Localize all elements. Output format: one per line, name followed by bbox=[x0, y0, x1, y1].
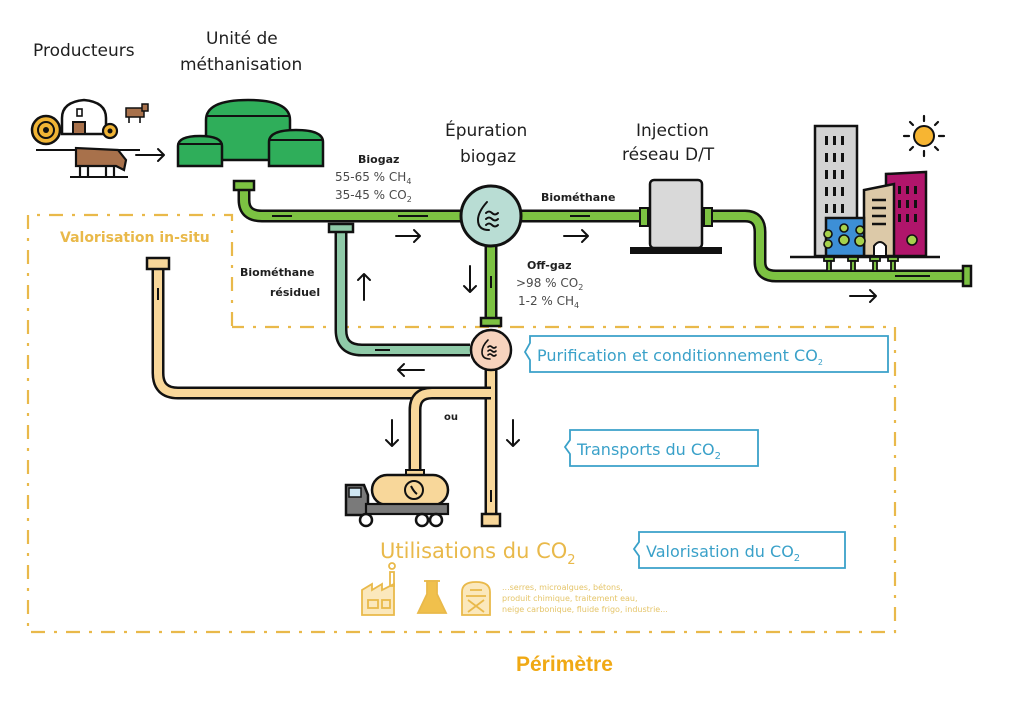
factory-icon bbox=[361, 562, 396, 616]
transport-callout-text: Transports du CO2 bbox=[576, 440, 721, 462]
injection-label-line1: Injection bbox=[636, 121, 709, 141]
offgaz-ch4-composition: 1-2 % CH4 bbox=[518, 294, 579, 310]
co2-uses-title: Utilisations du CO2 bbox=[380, 539, 576, 568]
co2-tanker-truck-icon bbox=[344, 469, 450, 528]
usage-icons bbox=[361, 562, 491, 616]
purification-unit bbox=[469, 328, 513, 372]
in-situ-zone-label: Valorisation in-situ bbox=[60, 230, 210, 246]
digester-icon bbox=[176, 98, 325, 168]
arrow-right-icon bbox=[563, 229, 589, 243]
residual-biomethane-label-line2: résiduel bbox=[270, 286, 320, 299]
farm-icon bbox=[30, 98, 149, 178]
biogaz-label: Biogaz bbox=[358, 153, 399, 166]
methanisation-label-line2: méthanisation bbox=[180, 55, 302, 75]
service-connections bbox=[823, 256, 899, 272]
pipe-flange bbox=[232, 179, 256, 192]
epuration-unit bbox=[459, 184, 523, 248]
callout-transport bbox=[563, 429, 759, 467]
sun-icon bbox=[902, 114, 946, 158]
producers-label: Producteurs bbox=[33, 41, 135, 61]
biomethane-label: Biométhane bbox=[541, 191, 615, 204]
residual-biomethane-pipe bbox=[327, 222, 470, 357]
pipe-end-cap bbox=[480, 512, 502, 528]
co2-uses-line3: neige carbonique, fluide frigo, industri… bbox=[502, 605, 668, 614]
pipe-flange bbox=[479, 316, 503, 328]
biomethane-pipe bbox=[520, 209, 973, 288]
injection-label-line2: réseau D/T bbox=[622, 145, 715, 165]
biogas-pipe bbox=[232, 179, 462, 223]
callout-valorisation bbox=[632, 531, 846, 569]
perimeter-border bbox=[26, 213, 897, 634]
or-label: ou bbox=[444, 412, 458, 423]
epuration-label-line2: biogaz bbox=[460, 147, 516, 167]
co2-pipe bbox=[145, 256, 502, 528]
co2-uses-line2: produit chimique, traitement eau, bbox=[502, 594, 638, 603]
cow-icon bbox=[70, 146, 128, 178]
residual-biomethane-label-line1: Biométhane bbox=[240, 266, 314, 279]
offgaz-co2-composition: >98 % CO2 bbox=[516, 276, 583, 292]
arrow-right-icon bbox=[135, 148, 165, 162]
pipe-end-cap bbox=[145, 256, 171, 271]
valorisation-callout-text: Valorisation du CO2 bbox=[646, 542, 800, 564]
epuration-label-line1: Épuration bbox=[445, 119, 527, 141]
biogaz-ch4-composition: 55-65 % CH4 bbox=[335, 170, 411, 186]
flask-icon bbox=[416, 580, 448, 614]
water-drop-wave-icon bbox=[476, 201, 499, 231]
trees bbox=[823, 223, 866, 249]
arrow-down-icon bbox=[506, 419, 520, 447]
recycle-icon bbox=[404, 480, 424, 500]
pipe-flange bbox=[327, 222, 355, 234]
injection-station-icon bbox=[630, 178, 722, 254]
in-situ-zone bbox=[26, 213, 897, 634]
callout-purification bbox=[523, 335, 889, 373]
arrow-right-icon bbox=[849, 289, 877, 303]
arrow-right-icon bbox=[395, 229, 421, 243]
offgas-pipe bbox=[479, 244, 503, 328]
city-icon bbox=[790, 114, 946, 272]
purification-callout-text: Purification et conditionnement CO2 bbox=[537, 346, 823, 367]
offgaz-label: Off-gaz bbox=[527, 259, 572, 272]
arrow-up-icon bbox=[357, 273, 371, 301]
arrow-down-icon bbox=[463, 265, 477, 293]
pipe-flange bbox=[961, 264, 973, 288]
perimeter-label: Périmètre bbox=[516, 653, 613, 676]
co2-uses-line1: ...serres, microalgues, bétons, bbox=[502, 582, 623, 592]
arrow-down-icon bbox=[385, 419, 399, 447]
water-drop-wave-icon bbox=[481, 339, 497, 360]
small-cow-icon bbox=[125, 103, 149, 123]
methanisation-label-line1: Unité de bbox=[206, 29, 278, 49]
biogaz-co2-composition: 35-45 % CO2 bbox=[335, 188, 412, 204]
flow-arrows bbox=[135, 148, 877, 447]
arrow-left-icon bbox=[397, 363, 425, 377]
greenhouse-icon bbox=[461, 581, 491, 616]
